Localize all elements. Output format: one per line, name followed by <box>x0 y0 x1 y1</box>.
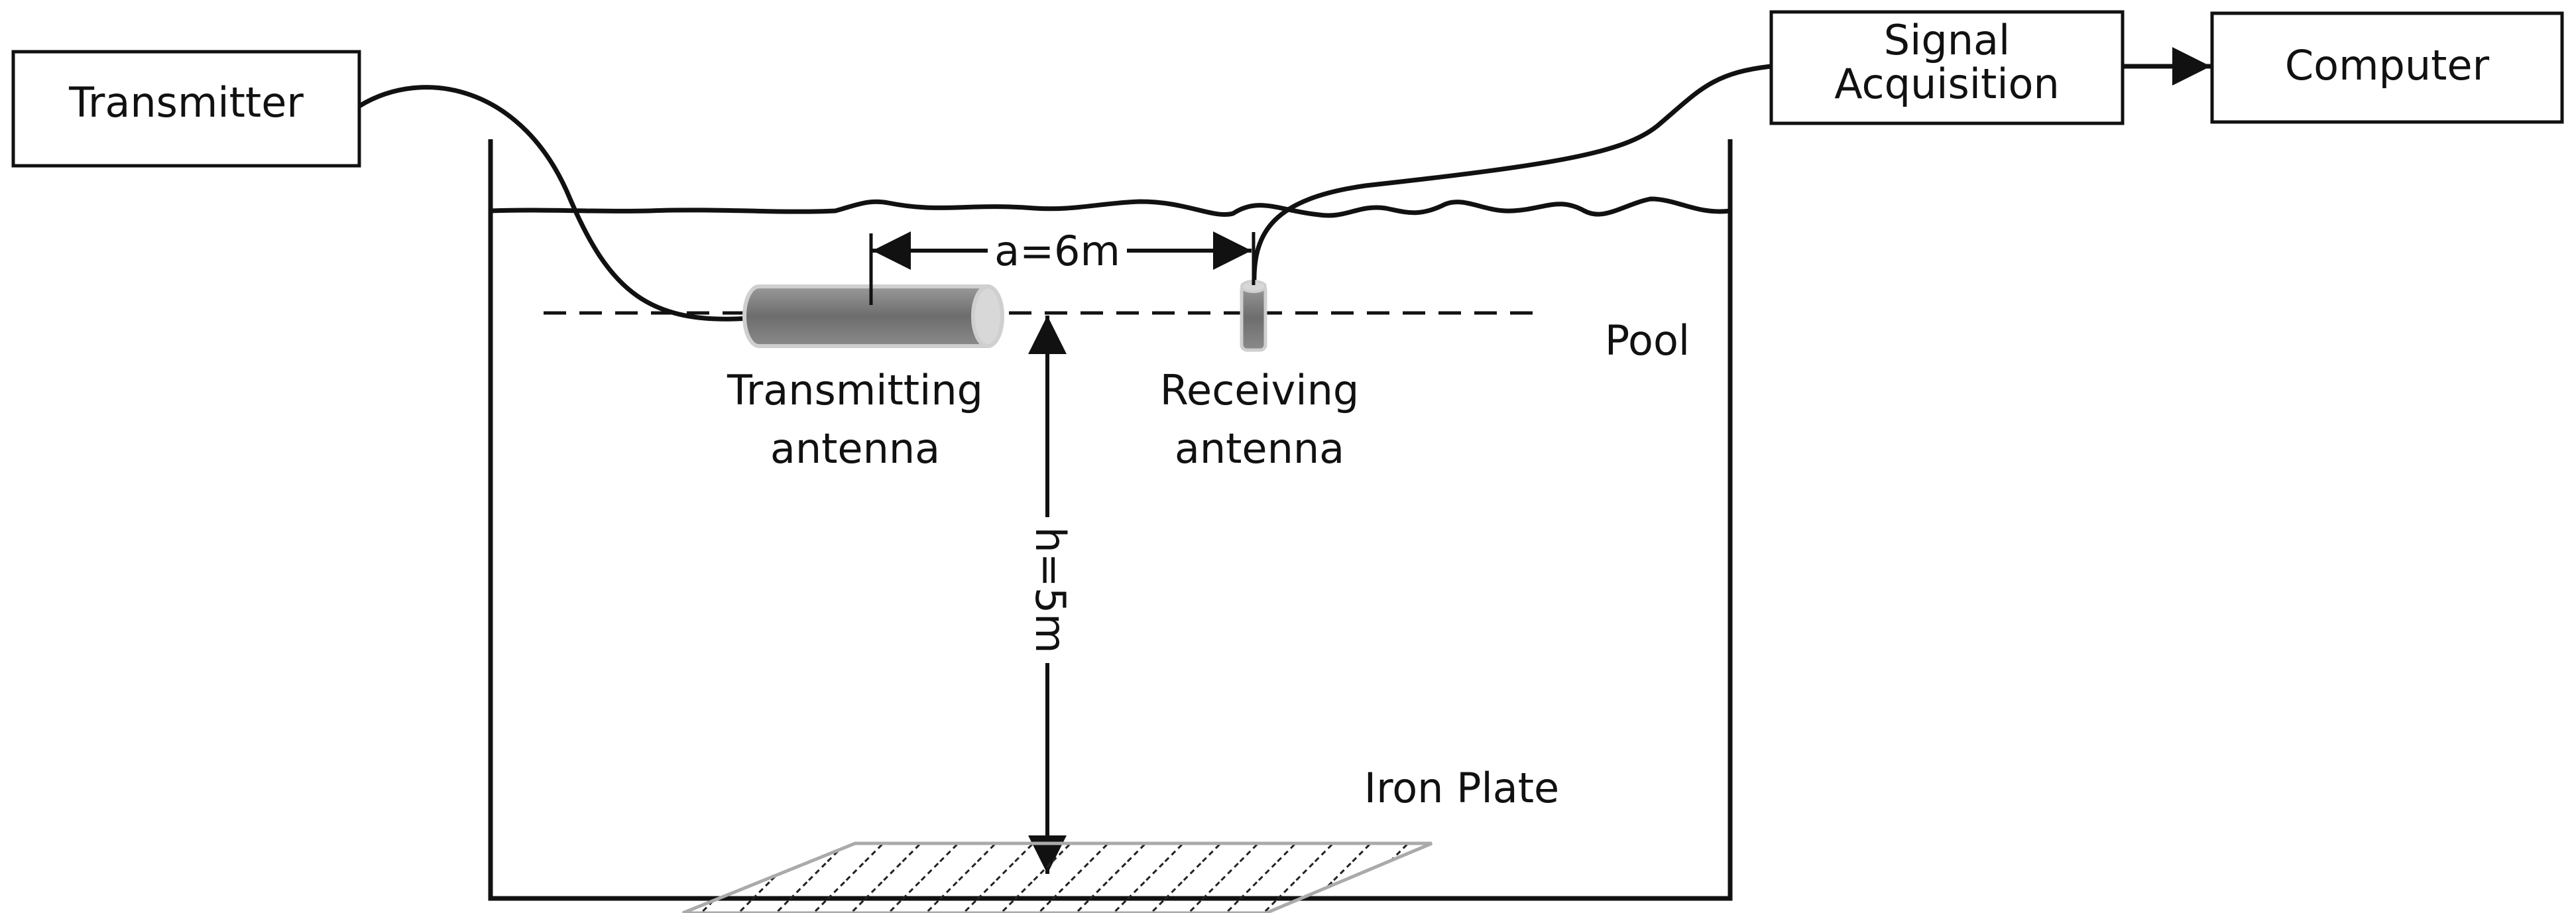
computer-box <box>2210 11 2564 124</box>
pool-label: Pool <box>1605 316 1690 365</box>
receiving-antenna-label-line1: Receiving <box>1160 366 1359 414</box>
transmitter-label: Transmitter <box>68 78 304 127</box>
transmitting-antenna-label-line1: Transmitting <box>727 366 983 414</box>
receiving-antenna-label-line2: antenna <box>1175 424 1344 473</box>
transmitter-cable <box>358 85 750 322</box>
distance-a-label: a=6m <box>994 227 1120 275</box>
water-surface <box>490 196 1731 218</box>
transmitting-antenna <box>742 284 1004 348</box>
computer-label: Computer <box>2285 41 2490 90</box>
receiving-antenna <box>1240 280 1267 352</box>
transmitter-box <box>11 50 361 168</box>
iron-plate-label: Iron Plate <box>1364 764 1559 812</box>
signal-acquisition-label-line1: Signal <box>1884 16 2010 64</box>
receiving-cable <box>1252 64 1772 286</box>
signal-acquisition-box <box>1769 10 2125 125</box>
iron-plate <box>682 841 1433 913</box>
depth-h-label: h=5m <box>1026 526 1075 653</box>
transmitting-antenna-label-line2: antenna <box>770 424 940 473</box>
signal-acquisition-label-line2: Acquisition <box>1834 60 2060 108</box>
